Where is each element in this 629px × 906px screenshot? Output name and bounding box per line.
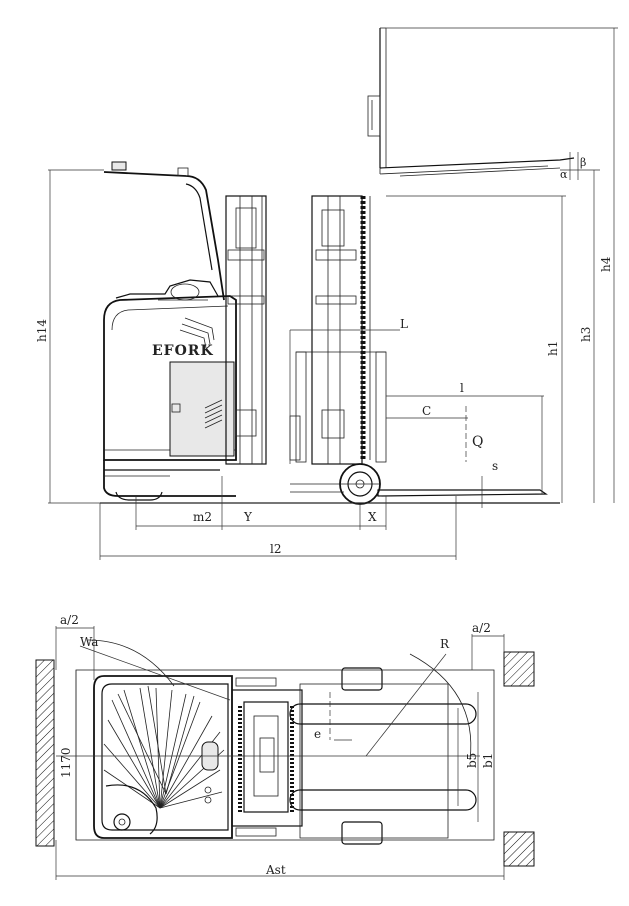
- dim-L-label: L: [400, 317, 408, 331]
- angle-beta-label: β: [580, 156, 586, 169]
- truck-body: [103, 161, 237, 501]
- dim-C-label: C: [422, 404, 431, 418]
- dim-Y-label: Y: [243, 510, 253, 524]
- dim-s-label: s: [492, 459, 498, 473]
- top-view: a/2 a/2 Wa R e b5 b1 1170 Ast: [35, 613, 535, 880]
- side-view: EFORK h14 h1 h3 h4 L l C Q s α β m2 Y X …: [35, 27, 618, 560]
- dim-l2-label: l2: [270, 542, 281, 556]
- angle-alpha-label: α: [560, 168, 568, 181]
- dim-m2-label: m2: [193, 510, 212, 524]
- brand-label: EFORK: [152, 343, 214, 359]
- dim-e-label: e: [314, 727, 321, 741]
- dim-b5-label: b5: [465, 753, 479, 768]
- dim-Ast-label: Ast: [265, 863, 286, 877]
- dim-l-label: l: [460, 381, 464, 395]
- dim-X-label: X: [368, 510, 377, 524]
- dim-h4-label: h4: [599, 256, 613, 272]
- dim-h1-label: h1: [546, 341, 560, 356]
- forks: [290, 483, 548, 497]
- dim-h14-label: h14: [35, 319, 49, 342]
- side-dimensions: [48, 27, 618, 560]
- raised-carriage: [367, 27, 575, 177]
- dim-a-half-left-label: a/2: [60, 613, 79, 627]
- load-Q-label: Q: [472, 434, 483, 450]
- dim-R-label: R: [440, 637, 450, 651]
- dim-a-half-right-label: a/2: [472, 621, 491, 635]
- dim-h3-label: h3: [579, 327, 593, 342]
- dim-b1-label: b1: [481, 753, 495, 768]
- dim-width-label: 1170: [59, 747, 73, 778]
- dim-Wa-label: Wa: [80, 635, 98, 649]
